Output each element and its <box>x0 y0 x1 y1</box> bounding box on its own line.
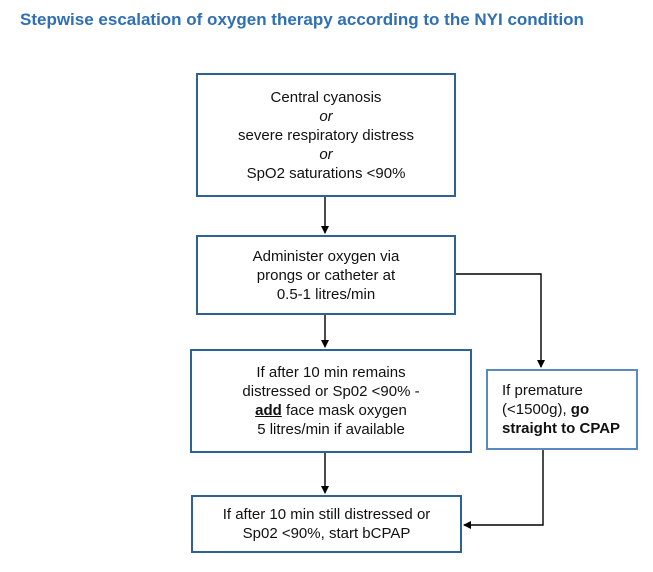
box5-line1: If premature <box>502 382 583 399</box>
box3-add-emphasis: add <box>255 402 282 419</box>
box-face-mask-oxygen: If after 10 min remains distressed or Sp… <box>190 349 472 453</box>
box2-line3: 0.5-1 litres/min <box>276 285 376 303</box>
box4-line2: Sp02 <90%, start bCPAP <box>242 525 411 542</box>
box3-line3-rest: face mask oxygen <box>281 402 407 419</box>
box-start-bcpap: If after 10 min still distressed or Sp02… <box>191 495 462 553</box>
box1-line5: SpO2 saturations <90% <box>246 164 406 182</box>
box3-line4: 5 litres/min if available <box>257 421 405 438</box>
box-administer-oxygen: Administer oxygen via prongs or catheter… <box>196 235 456 315</box>
box-premature-cpap: If premature (<1500g), go straight to CP… <box>486 369 638 450</box>
box4-line1: If after 10 min still distressed or <box>222 506 431 523</box>
page-title: Stepwise escalation of oxygen therapy ac… <box>20 10 584 29</box>
box5-line2-bold: go <box>570 401 590 418</box>
box-initial-condition: Central cyanosis or severe respiratory d… <box>196 73 456 197</box>
box1-line1: Central cyanosis <box>270 88 382 106</box>
box3-line2: distressed or Sp02 <90% - <box>242 383 420 400</box>
box2-line1: Administer oxygen via <box>252 247 400 265</box>
box1-line4: or <box>319 145 333 163</box>
box5-line3: straight to CPAP <box>502 420 621 437</box>
box1-line2: or <box>319 107 333 125</box>
box5-line2: (<1500g), go <box>502 400 589 419</box>
arrow-premature-box-to-box4 <box>463 450 544 529</box>
box3-line3: add face mask oxygen <box>255 401 407 420</box>
arrow-box2-to-premature-box <box>456 273 545 368</box>
box2-line2: prongs or catheter at <box>256 266 396 284</box>
box3-line1: If after 10 min remains <box>256 364 406 381</box>
box1-line3: severe respiratory distress <box>238 126 414 144</box>
box5-line2-plain: (<1500g), <box>502 401 571 418</box>
